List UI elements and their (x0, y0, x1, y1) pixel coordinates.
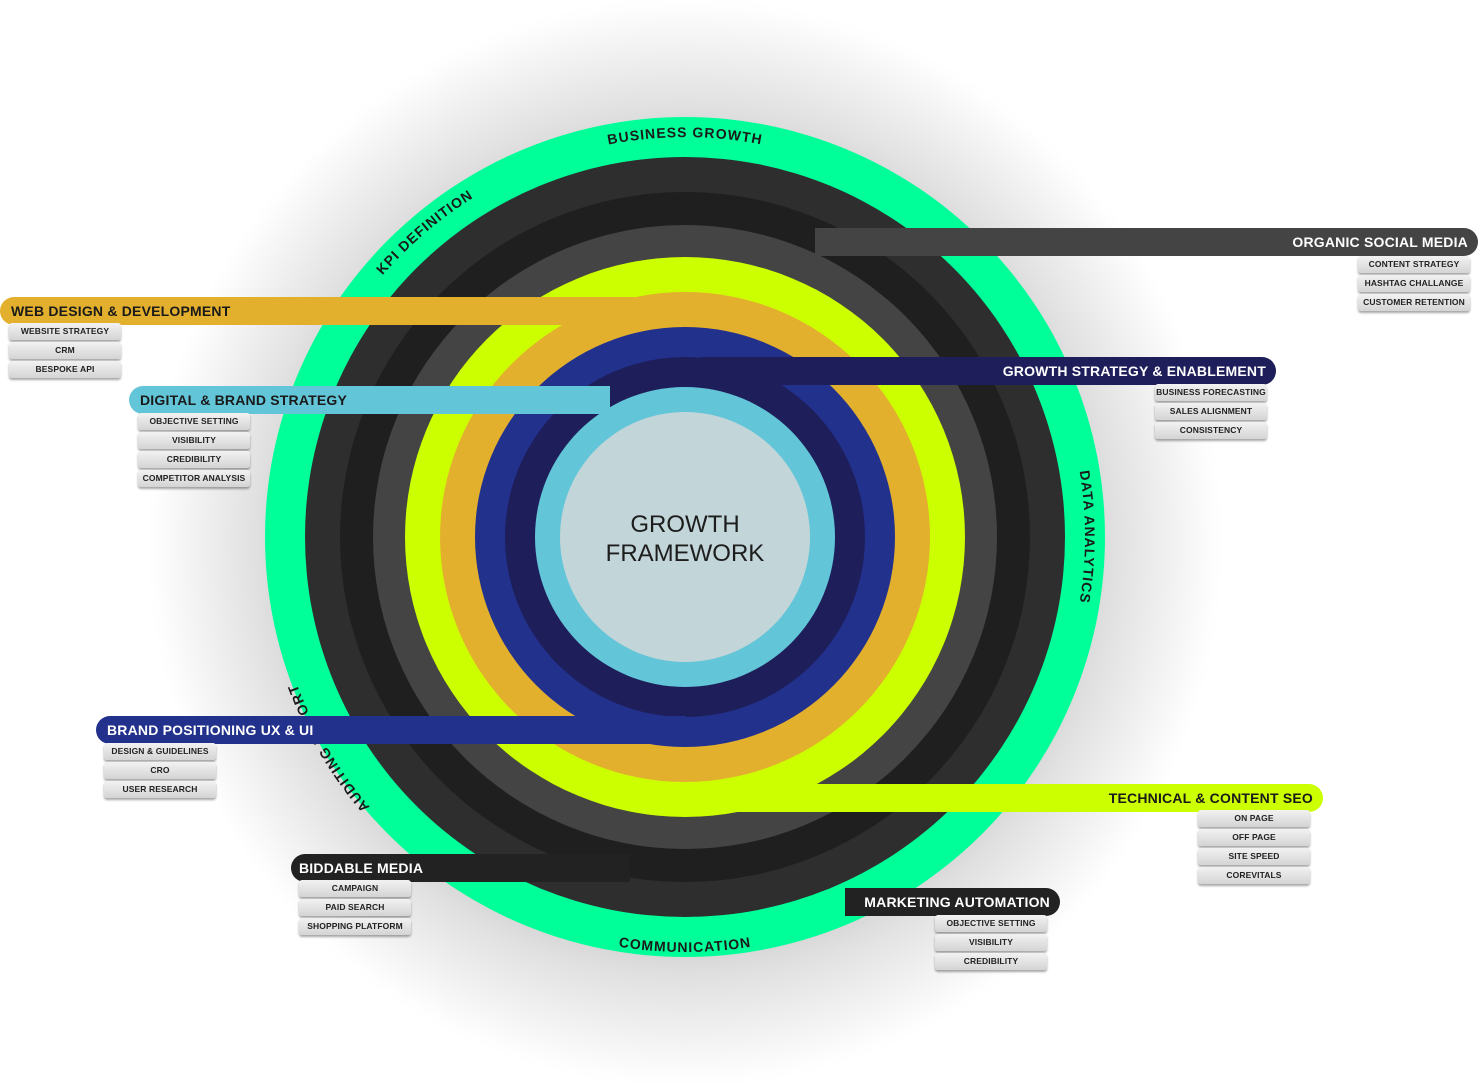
band-organic-social-media: ORGANIC SOCIAL MEDIA (815, 228, 1478, 256)
band-growth-strategy-enablement: GROWTH STRATEGY & ENABLEMENT (700, 357, 1276, 385)
tag-item: BUSINESS FORECASTING (1155, 384, 1267, 401)
band-title: BRAND POSITIONING UX & UI (107, 722, 314, 738)
tag-item: CONSISTENCY (1155, 422, 1267, 439)
tag-item: CRM (9, 342, 121, 359)
tag-item: DESIGN & GUIDELINES (104, 743, 216, 760)
label-business-growth: BUSINESS GROWTH (606, 124, 764, 147)
tag-item: WEBSITE STRATEGY (9, 323, 121, 340)
tag-item: CRO (104, 762, 216, 779)
tags-digital-brand-strategy: OBJECTIVE SETTING VISIBILITY CREDIBILITY… (138, 413, 250, 489)
tag-item: CONTENT STRATEGY (1358, 256, 1470, 273)
band-web-design-development: WEB DESIGN & DEVELOPMENT (0, 297, 640, 325)
tag-item: HASHTAG CHALLANGE (1358, 275, 1470, 292)
tag-item: PAID SEARCH (299, 899, 411, 916)
tag-item: SALES ALIGNMENT (1155, 403, 1267, 420)
tag-item: CREDIBILITY (935, 953, 1047, 970)
band-technical-content-seo: TECHNICAL & CONTENT SEO (700, 784, 1323, 812)
tags-organic-social-media: CONTENT STRATEGY HASHTAG CHALLANGE CUSTO… (1358, 256, 1470, 313)
tags-technical-content-seo: ON PAGE OFF PAGE SITE SPEED COREVITALS (1198, 810, 1310, 886)
band-title: WEB DESIGN & DEVELOPMENT (11, 303, 231, 319)
tag-item: OBJECTIVE SETTING (138, 413, 250, 430)
band-digital-brand-strategy: DIGITAL & BRAND STRATEGY (129, 386, 610, 414)
band-title: DIGITAL & BRAND STRATEGY (140, 392, 348, 408)
tag-item: SITE SPEED (1198, 848, 1310, 865)
band-brand-positioning: BRAND POSITIONING UX & UI (96, 716, 686, 744)
band-marketing-automation: MARKETING AUTOMATION (845, 888, 1060, 916)
tag-item: SHOPPING PLATFORM (299, 918, 411, 935)
tag-item: OBJECTIVE SETTING (935, 915, 1047, 932)
label-communication: COMMUNICATION (618, 934, 752, 955)
band-title: GROWTH STRATEGY & ENABLEMENT (1002, 363, 1266, 379)
tags-marketing-automation: OBJECTIVE SETTING VISIBILITY CREDIBILITY (935, 915, 1047, 972)
center-title-line2: FRAMEWORK (605, 540, 765, 567)
band-title: ORGANIC SOCIAL MEDIA (1292, 234, 1468, 250)
tag-item: ON PAGE (1198, 810, 1310, 827)
band-biddable-media: BIDDABLE MEDIA (291, 854, 630, 882)
tag-item: VISIBILITY (935, 934, 1047, 951)
center-title-line1: GROWTH (630, 511, 740, 538)
tag-item: VISIBILITY (138, 432, 250, 449)
tags-biddable-media: CAMPAIGN PAID SEARCH SHOPPING PLATFORM (299, 880, 411, 937)
tag-item: CUSTOMER RETENTION (1358, 294, 1470, 311)
band-title: MARKETING AUTOMATION (864, 894, 1050, 910)
label-data-analytics: DATA ANALYTICS (1077, 469, 1098, 605)
band-title: BIDDABLE MEDIA (299, 860, 424, 876)
tag-item: COMPETITOR ANALYSIS (138, 470, 250, 487)
ring-core (560, 412, 810, 662)
tag-item: CREDIBILITY (138, 451, 250, 468)
tag-item: BESPOKE API (9, 361, 121, 378)
tag-item: COREVITALS (1198, 867, 1310, 884)
tags-brand-positioning: DESIGN & GUIDELINES CRO USER RESEARCH (104, 743, 216, 800)
tag-item: USER RESEARCH (104, 781, 216, 798)
tags-growth-strategy-enablement: BUSINESS FORECASTING SALES ALIGNMENT CON… (1155, 384, 1267, 441)
tag-item: CAMPAIGN (299, 880, 411, 897)
tags-web-design-development: WEBSITE STRATEGY CRM BESPOKE API (9, 323, 121, 380)
band-title: TECHNICAL & CONTENT SEO (1108, 790, 1313, 806)
label-auditing-report: AUDITING REPORT (284, 682, 372, 816)
center-title: GROWTH FRAMEWORK (560, 510, 810, 568)
tag-item: OFF PAGE (1198, 829, 1310, 846)
label-kpi-definition: KPI DEFINITION (373, 186, 476, 277)
